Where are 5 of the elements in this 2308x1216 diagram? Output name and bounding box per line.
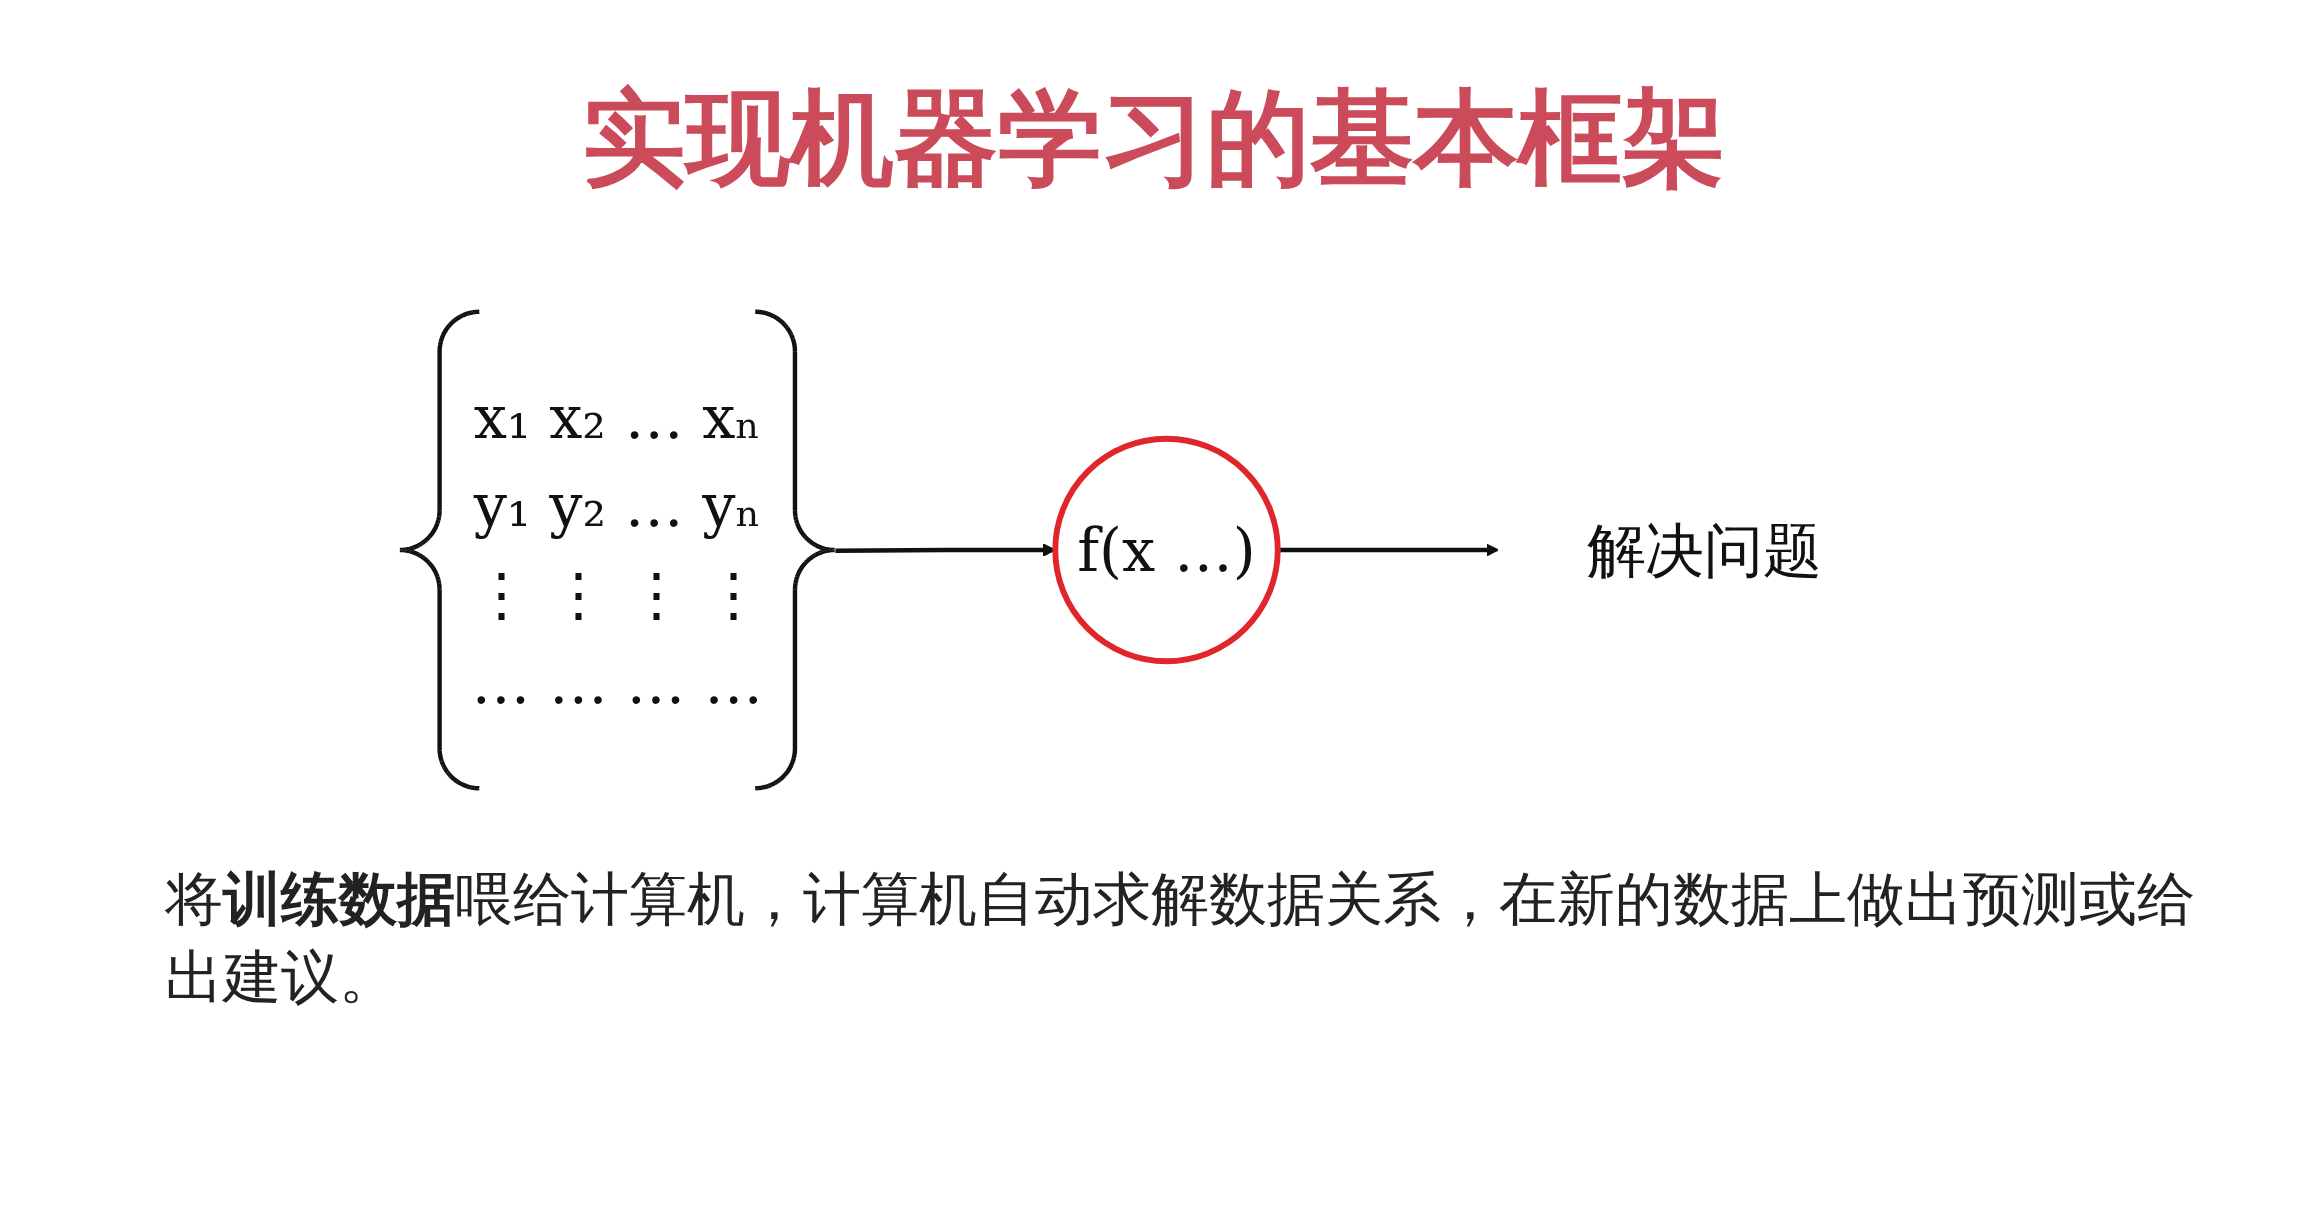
node-text: x₁ x₂ … xₙ y₁ y₂ … yₙ ⋮ ⋮ ⋮ ⋮ … … … …	[471, 383, 763, 717]
node-circle: f(x …)	[1052, 435, 1281, 665]
node-text: 解决问题	[1586, 516, 1822, 584]
body-text: 将训练数据喂给计算机，计算机自动求解数据关系，在新的数据上做出预测或给出建议。	[165, 864, 2196, 1013]
slide-title: 实现机器学习的基本框架	[582, 77, 1726, 199]
